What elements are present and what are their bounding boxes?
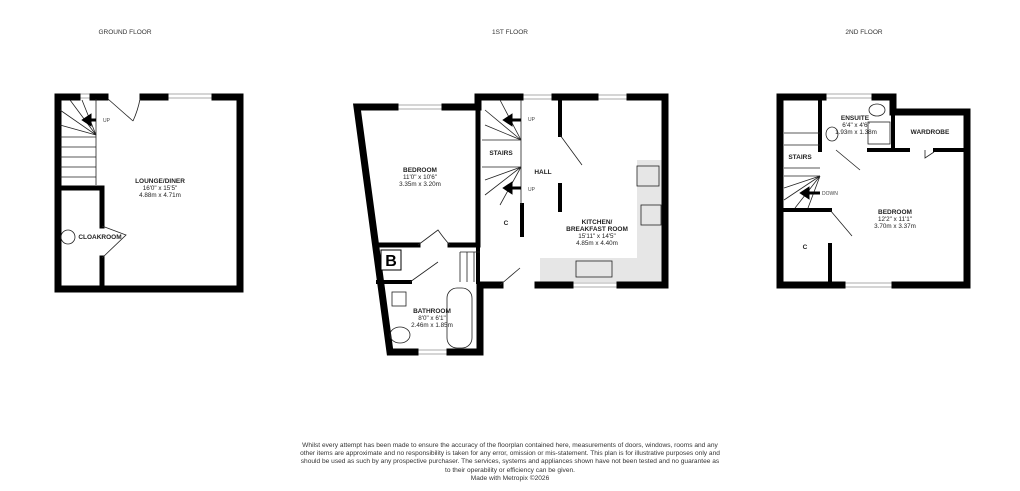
- stair-arrow-icon: [502, 181, 521, 195]
- room-name: BATHROOM: [413, 308, 451, 315]
- ground-floor-plan: UP LOUNGE/DINER 16'0" x 15'5" 4.88m x 4.…: [54, 93, 244, 293]
- room-name: BEDROOM: [878, 209, 912, 216]
- room-dim-imperial: 16'0" x 15'5": [143, 185, 178, 192]
- room-name: ENSUITE: [841, 115, 870, 122]
- stair-arrow-icon: [81, 113, 96, 127]
- sink-icon: [575, 260, 613, 278]
- basin-icon: [825, 126, 839, 142]
- ground-stairs: [59, 99, 97, 185]
- stair-up-label: UP: [103, 118, 111, 124]
- room-dim-imperial: 12'2" x 11'1": [878, 216, 912, 223]
- room-name: LOUNGE/DINER: [135, 178, 185, 185]
- second-stairs: [783, 132, 821, 209]
- stair-down-label: DOWN: [822, 191, 838, 197]
- room-name: BREAKFAST ROOM: [566, 226, 628, 233]
- room-dim-imperial: 15'11" x 14'5": [578, 233, 616, 240]
- room-name: STAIRS: [489, 150, 513, 157]
- ground-floor-title: GROUND FLOOR: [98, 29, 151, 36]
- room-name: CLOAKROOM: [78, 234, 121, 241]
- second-floor-plan: DOWN ENSUITE 6'4" x 4'6" 1.93m x 1.38m W…: [776, 93, 971, 289]
- stair-arrow-icon: [502, 113, 521, 127]
- room-dim-imperial: 11'0" x 10'6": [403, 174, 437, 181]
- basin-icon: [391, 291, 407, 307]
- disclaimer-text: Whilst every attempt has been made to en…: [300, 442, 720, 474]
- toilet-icon: [389, 326, 411, 344]
- room-name: KITCHEN/: [582, 219, 613, 226]
- room-name: HALL: [534, 169, 551, 176]
- bath-icon: [446, 287, 473, 349]
- room-dim-imperial: 6'4" x 4'6": [842, 122, 870, 129]
- room-name: WARDROBE: [911, 129, 950, 136]
- boiler-label: B: [385, 253, 397, 270]
- first-floor-title: 1ST FLOOR: [492, 29, 528, 36]
- room-name: STAIRS: [788, 154, 812, 161]
- stair-up-label: UP: [528, 187, 536, 193]
- toilet-icon: [868, 103, 886, 117]
- room-dim-metric: 4.88m x 4.71m: [139, 192, 181, 199]
- room-dim-metric: 4.85m x 4.40m: [576, 240, 618, 247]
- cooker-icon: [640, 204, 662, 226]
- stair-up-label: UP: [528, 117, 536, 123]
- stair-arrow-icon: [799, 186, 820, 200]
- disclaimer: Whilst every attempt has been made to en…: [300, 442, 720, 483]
- second-floor-title: 2ND FLOOR: [845, 29, 883, 36]
- room-dim-metric: 1.93m x 1.38m: [835, 129, 877, 136]
- room-name: BEDROOM: [403, 167, 437, 174]
- room-dim-imperial: 8'0" x 6'1": [418, 315, 446, 322]
- first-floor-plan: B UP UP BEDROOM 11'0" x 10'6" 3.35m x 3.…: [352, 93, 669, 356]
- hob-icon: [636, 165, 660, 187]
- room-name: C: [504, 220, 509, 227]
- basin-icon: [60, 229, 76, 245]
- room-name: C: [803, 244, 808, 251]
- room-dim-metric: 3.35m x 3.20m: [399, 181, 441, 188]
- room-dim-metric: 3.70m x 3.37m: [874, 223, 916, 230]
- room-dim-metric: 2.46m x 1.85m: [411, 322, 453, 329]
- credit-text: Made with Metropix ©2026: [470, 474, 550, 482]
- shower-icon: [867, 121, 891, 145]
